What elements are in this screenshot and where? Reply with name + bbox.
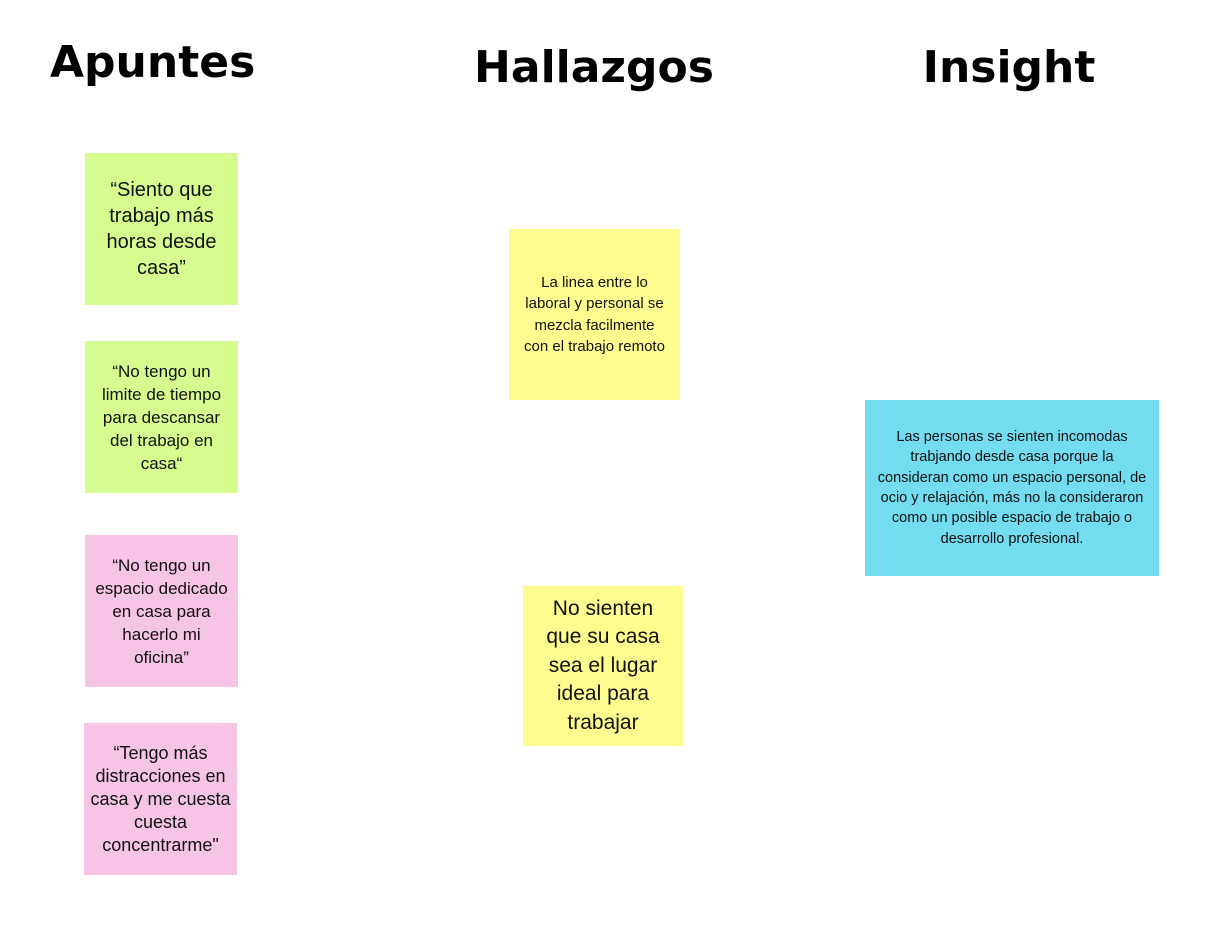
sticky-note-hallazgo-1[interactable]: La linea entre lo laboral y personal se … xyxy=(509,229,680,400)
column-title-hallazgos: Hallazgos xyxy=(474,42,714,93)
sticky-note-text: “No tengo un espacio dedicado en casa pa… xyxy=(95,555,228,667)
sticky-note-apunte-1[interactable]: “Siento que trabajo más horas desde casa… xyxy=(85,153,238,305)
sticky-note-text: Las personas se sienten incomodas trabja… xyxy=(877,429,1147,547)
sticky-note-apunte-3[interactable]: “No tengo un espacio dedicado en casa pa… xyxy=(85,535,238,687)
sticky-note-text: “No tengo un limite de tiempo para desca… xyxy=(101,361,222,473)
sticky-note-text: No sienten que su casa sea el lugar idea… xyxy=(546,596,660,734)
sticky-note-text: “Tengo más distracciones en casa y me cu… xyxy=(90,742,231,855)
sticky-note-apunte-2[interactable]: “No tengo un limite de tiempo para desca… xyxy=(85,341,238,493)
column-title-insight: Insight xyxy=(922,42,1096,93)
column-title-apuntes: Apuntes xyxy=(50,37,256,88)
sticky-note-insight[interactable]: Las personas se sienten incomodas trabja… xyxy=(865,400,1159,576)
sticky-note-apunte-4[interactable]: “Tengo más distracciones en casa y me cu… xyxy=(84,723,237,875)
sticky-note-text: “Siento que trabajo más horas desde casa… xyxy=(106,179,217,279)
sticky-note-hallazgo-2[interactable]: No sienten que su casa sea el lugar idea… xyxy=(523,586,683,746)
sticky-note-text: La linea entre lo laboral y personal se … xyxy=(524,273,665,356)
